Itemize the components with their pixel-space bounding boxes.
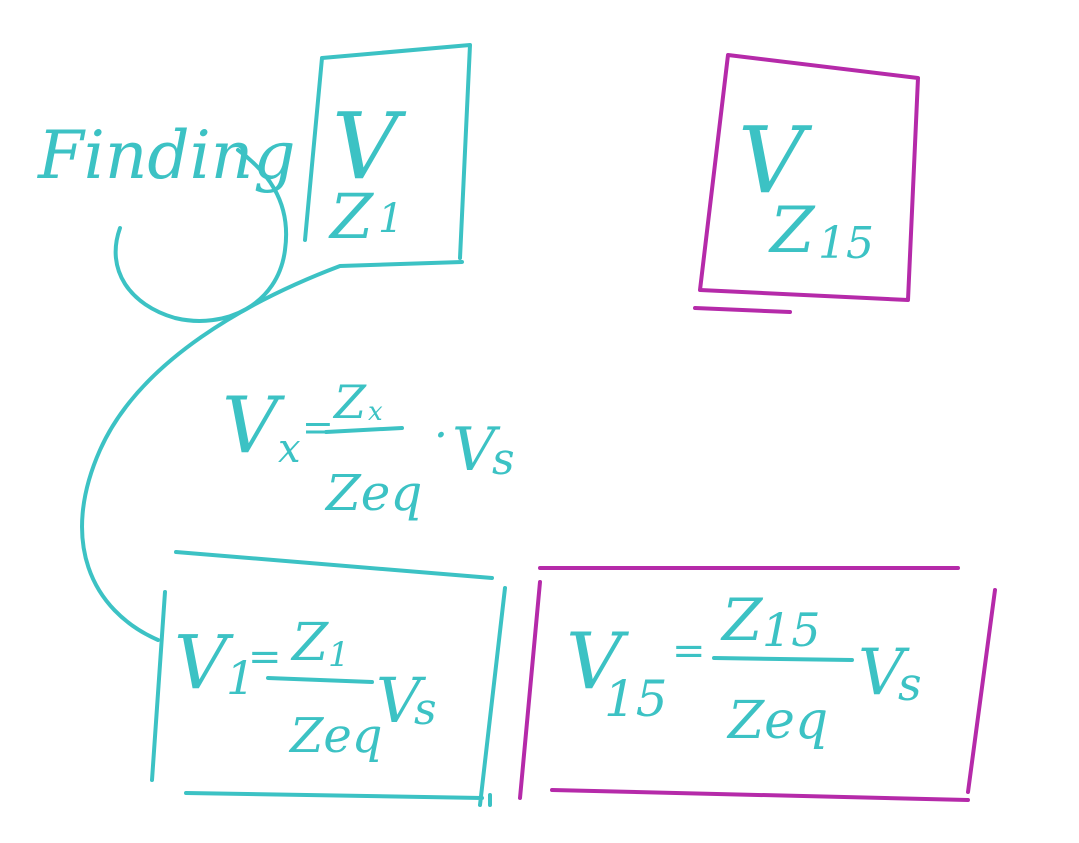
box-v1-rhs-v: V xyxy=(376,664,427,737)
box-v-z15-sub: Z xyxy=(768,194,816,268)
box-v1-lhs-v: V xyxy=(174,620,234,706)
box-v-z1-subsub: 1 xyxy=(378,196,403,242)
box-v15-lhs-v: V xyxy=(566,617,629,707)
general-fraction-bar xyxy=(324,426,404,434)
box-v1-lhs-sub: 1 xyxy=(226,651,255,705)
general-times: · xyxy=(434,410,448,461)
box-v1-num-sub: 1 xyxy=(328,635,350,675)
heading-finding: Finding xyxy=(37,117,296,323)
box-v-z15: V Z 15 xyxy=(693,53,920,314)
box-v-z15-frame xyxy=(693,53,920,314)
box-v15-fraction-bar xyxy=(712,656,854,662)
box-v1: V 1 = Z 1 Zeq V s xyxy=(150,550,507,807)
box-v15-den: Zeq xyxy=(726,691,828,751)
box-v-z1-frame xyxy=(303,43,472,260)
box-v1-equals: = xyxy=(248,634,282,680)
box-v1-num-z: Z xyxy=(290,613,329,673)
general-formula: V x = Z x Zeq · V s xyxy=(222,375,515,522)
general-den: Zeq xyxy=(324,464,422,522)
general-num-z: Z xyxy=(332,375,367,429)
box-v15-num-sub: 15 xyxy=(762,603,821,657)
box-v15-rhs-sub: s xyxy=(898,657,922,711)
box-v1-rhs-sub: s xyxy=(414,684,437,735)
box-v15-frame xyxy=(518,566,997,802)
box-v-z1: V Z 1 xyxy=(303,43,472,260)
general-equals: = xyxy=(302,405,334,449)
general-lhs-v: V xyxy=(222,381,285,471)
heading-text: Finding xyxy=(37,117,296,194)
connector-curve xyxy=(80,260,464,642)
general-lhs-sub: x xyxy=(278,426,301,472)
box-v-z15-v: V xyxy=(738,107,813,214)
general-num-sub: x xyxy=(368,397,383,427)
box-v-z1-sub: Z xyxy=(328,180,374,253)
box-v-z1-v: V xyxy=(332,93,407,200)
box-v15-lhs-sub: 15 xyxy=(604,670,668,728)
box-v15: V 15 = Z 15 Zeq V s xyxy=(518,566,997,802)
box-v1-frame xyxy=(150,550,507,807)
box-v15-rhs-v: V xyxy=(858,636,910,710)
box-v15-equals: = xyxy=(672,628,706,674)
general-rhs-sub: s xyxy=(492,434,515,485)
box-v15-num-z: Z xyxy=(720,586,764,654)
box-v1-fraction-bar xyxy=(266,676,374,684)
box-v1-den: Zeq xyxy=(288,708,382,764)
box-v-z15-subsub: 15 xyxy=(818,218,874,269)
general-rhs-v: V xyxy=(452,415,501,485)
